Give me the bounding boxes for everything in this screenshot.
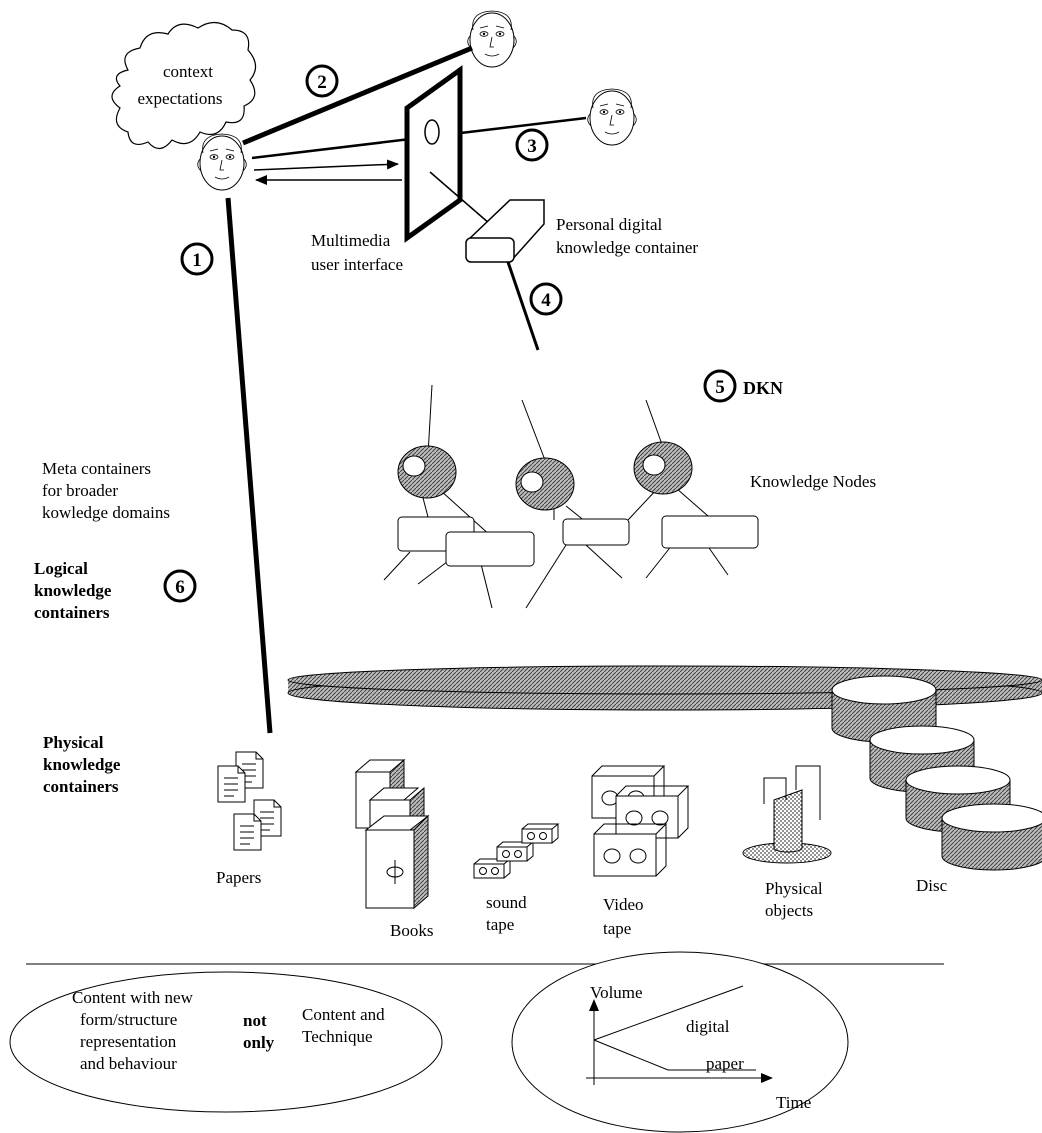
arrow-to-interface — [253, 159, 399, 171]
svg-text:3: 3 — [527, 136, 537, 157]
remote-user-face-icon — [587, 88, 637, 146]
knowledge-node-icon — [397, 445, 457, 499]
graph-xlabel: Time — [776, 1093, 811, 1112]
pdkc-label-line1: Personal digital — [556, 215, 663, 234]
interface-lens — [424, 119, 440, 145]
graph-digital-label: digital — [686, 1017, 730, 1036]
logical-label-line1: Logical — [34, 559, 88, 578]
knowledge-node-icon — [633, 441, 693, 495]
meta-label-line1: Meta containers — [42, 459, 151, 478]
sound-tape-label-line1: sound — [486, 893, 527, 912]
interface-label-line1: Multimedia — [311, 231, 391, 250]
physical-objects-label-line2: objects — [765, 901, 813, 920]
video-tape-label-line2: tape — [603, 919, 631, 938]
papers-icon — [217, 751, 282, 851]
svg-text:6: 6 — [175, 577, 185, 598]
cloud-text-context: context — [163, 62, 213, 81]
books-icon — [354, 758, 430, 910]
sound-tape-icon — [473, 823, 559, 879]
badge-6: 6 — [163, 569, 197, 603]
content-text-not: not — [243, 1011, 267, 1030]
meta-label-line3: kowledge domains — [42, 503, 170, 522]
video-tape-icon — [591, 765, 689, 877]
personal-container-box — [465, 199, 545, 263]
video-tape-label-line1: Video — [603, 895, 644, 914]
papers-label: Papers — [216, 868, 261, 887]
badge-1: 1 — [180, 242, 214, 276]
graph-ylabel: Volume — [590, 983, 643, 1002]
physical-objects-label-line1: Physical — [765, 879, 823, 898]
svg-text:1: 1 — [192, 250, 202, 271]
volume-time-graph — [586, 985, 773, 1085]
knowledge-container-box — [397, 515, 759, 567]
physical-objects-icon — [742, 765, 832, 864]
user-face-icon — [197, 133, 247, 191]
physical-label-line1: Physical — [43, 733, 104, 752]
badge-3: 3 — [515, 128, 549, 162]
link-line-1 — [225, 197, 273, 734]
interface-label-line2: user interface — [311, 255, 403, 274]
content-text-line4: and behaviour — [80, 1054, 177, 1073]
sound-tape-label-line2: tape — [486, 915, 514, 934]
svg-text:2: 2 — [317, 72, 327, 93]
link-interface-container — [429, 171, 491, 225]
physical-label-line3: containers — [43, 777, 119, 796]
digital-line — [593, 985, 744, 1041]
link-line-2 — [242, 45, 473, 146]
context-cloud — [111, 21, 257, 150]
content-text-line3: representation — [80, 1032, 177, 1051]
growth-ellipse — [511, 951, 849, 1133]
disc-label: Disc — [916, 876, 948, 895]
graph-paper-label: paper — [706, 1054, 744, 1073]
logical-label-line3: containers — [34, 603, 110, 622]
content-text-only: only — [243, 1033, 275, 1052]
content-text-line2: form/structure — [80, 1010, 177, 1029]
content-technique-line2: Technique — [302, 1027, 373, 1046]
badge-2: 2 — [305, 64, 339, 98]
svg-text:4: 4 — [541, 290, 551, 311]
logical-label-line2: knowledge — [34, 581, 112, 600]
svg-text:5: 5 — [715, 377, 725, 398]
meta-label-line2: for broader — [42, 481, 118, 500]
books-label: Books — [390, 921, 433, 940]
link-line-4 — [506, 261, 540, 351]
cloud-text-expectations: expectations — [138, 89, 223, 108]
knowledge-nodes-label: Knowledge Nodes — [750, 472, 876, 491]
remote-user-face-icon — [467, 10, 517, 68]
dkn-label: DKN — [743, 378, 783, 398]
content-ellipse — [9, 971, 443, 1113]
content-technique-line1: Content and — [302, 1005, 385, 1024]
multimedia-interface-screen — [404, 65, 463, 243]
content-text-line1: Content with new — [72, 988, 194, 1007]
physical-label-line2: knowledge — [43, 755, 121, 774]
knowledge-node-icon — [515, 457, 575, 511]
badge-5: 5 — [703, 369, 737, 403]
badge-4: 4 — [529, 282, 563, 316]
paper-line — [593, 1039, 756, 1071]
pdkc-label-line2: knowledge container — [556, 238, 698, 257]
